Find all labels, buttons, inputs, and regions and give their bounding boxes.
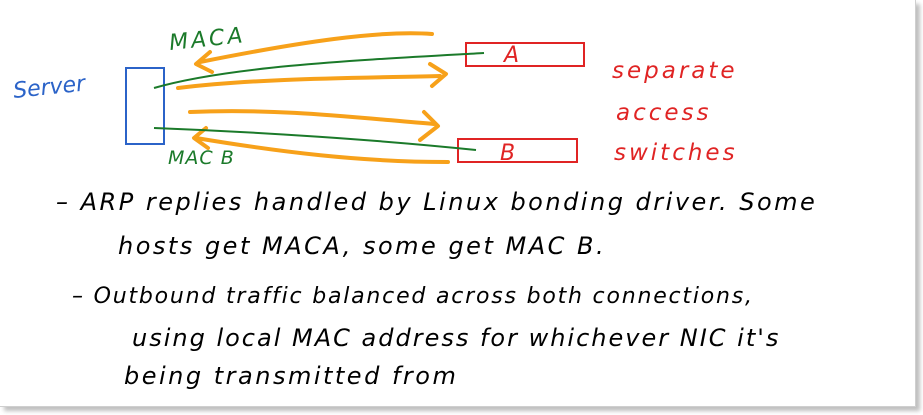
note-line-1: – ARP replies handled by Linux bonding d…	[56, 188, 818, 216]
arrow-top-right-head	[428, 62, 448, 88]
mac-b-label: MAC B	[168, 147, 235, 169]
arrow-bottom-left-head	[192, 126, 210, 150]
note-line-3: – Outbound traffic balanced across both …	[72, 284, 754, 309]
arrow-bottom-left	[194, 136, 450, 164]
arrow-top-left-head	[194, 50, 214, 74]
link-b-line	[153, 127, 477, 151]
switches-note-line-3: switches	[614, 140, 738, 166]
switch-b-label: B	[500, 141, 515, 166]
note-line-5: being transmitted from	[124, 362, 459, 390]
arrow-top-right	[176, 74, 442, 90]
server-box	[125, 67, 165, 145]
arrow-bottom-right	[188, 109, 436, 126]
switch-a-label: A	[502, 43, 519, 68]
link-a-line	[153, 52, 485, 89]
switches-note-line-1: separate	[612, 58, 738, 84]
note-line-4: using local MAC address for whichever NI…	[132, 324, 781, 352]
switches-note-line-2: access	[616, 100, 712, 126]
note-line-2: hosts get MACA, some get MAC B.	[118, 232, 607, 260]
arrow-top-left	[198, 31, 434, 64]
switch-b-box	[457, 138, 578, 163]
mac-a-label: MACA	[168, 23, 247, 56]
arrow-bottom-right-head	[418, 110, 440, 142]
server-label: Server	[12, 71, 88, 104]
switch-a-box	[465, 42, 585, 67]
